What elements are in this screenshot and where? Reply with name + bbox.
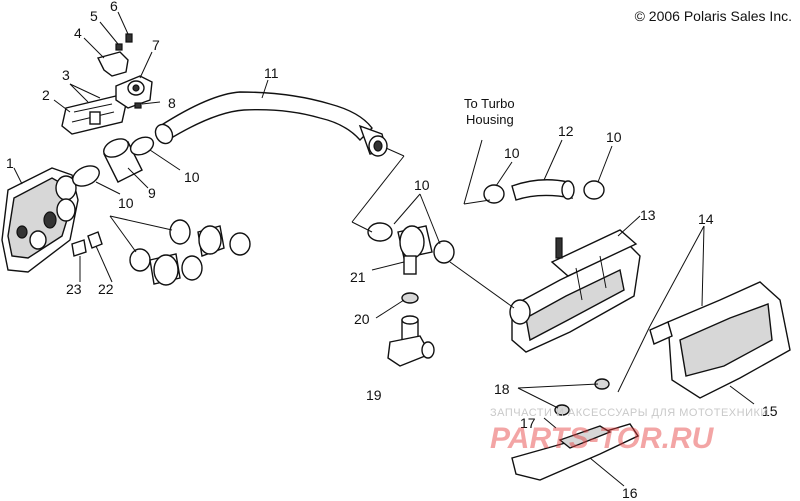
callout-11: 11 <box>264 65 279 81</box>
to-turbo-housing-note: To Turbo Housing <box>464 96 515 127</box>
part-2-3-sensor-assembly <box>61 95 127 135</box>
left-coupler-set <box>129 219 251 286</box>
leader-lines <box>13 11 755 487</box>
callout-10-c: 10 <box>414 177 430 193</box>
callout-7: 7 <box>152 37 160 53</box>
callout-5: 5 <box>90 8 98 24</box>
part-11-hose <box>154 91 388 157</box>
callout-1: 1 <box>6 155 14 171</box>
watermark-logo-text: PARTS-TOR.RU <box>490 422 715 455</box>
part-20-oring <box>401 292 419 304</box>
callout-23: 23 <box>66 281 82 297</box>
note-line-1: To Turbo <box>464 96 515 111</box>
callout-14: 14 <box>698 211 714 227</box>
clamp-10d <box>433 240 455 264</box>
callout-4: 4 <box>74 25 82 41</box>
callout-22: 22 <box>98 281 114 297</box>
callout-10-d: 10 <box>504 145 520 161</box>
part-21-tee <box>397 225 433 275</box>
part-15-duct <box>649 281 791 399</box>
part-16-17-bracket <box>511 423 640 481</box>
callout-18: 18 <box>494 381 510 397</box>
part-23-grommet <box>71 239 87 257</box>
watermark: ЗАПЧАСТИ И АКСЕССУАРЫ ДЛЯ МОТОТЕХНИКИ PA… <box>490 407 769 455</box>
part-22-fitting <box>87 231 103 249</box>
callout-9: 9 <box>148 185 156 201</box>
part-13-intercooler <box>509 229 641 353</box>
clamp-10e <box>483 184 505 204</box>
callout-6: 6 <box>110 0 118 14</box>
callout-10-b: 10 <box>118 195 134 211</box>
note-line-2: Housing <box>466 112 514 127</box>
callout-labels: 1 2 3 4 5 6 7 8 9 10 10 11 10 21 20 19 1… <box>6 0 778 501</box>
clamp-10f <box>583 180 605 200</box>
clamp-10a <box>72 165 100 187</box>
callout-10-e: 10 <box>606 129 622 145</box>
copyright-text: © 2006 Polaris Sales Inc. <box>635 8 792 24</box>
part-19-elbow <box>387 315 435 367</box>
part-7-valve <box>115 75 153 109</box>
clamp-10c <box>367 222 393 242</box>
callout-16: 16 <box>622 485 638 501</box>
part-4-bracket <box>96 51 129 77</box>
callout-19: 19 <box>366 387 382 403</box>
part-6-screw <box>125 33 133 43</box>
part-8-screw <box>134 102 142 109</box>
part-18-nut-b <box>554 404 570 416</box>
clamp-10b <box>129 136 155 156</box>
callout-8: 8 <box>168 95 176 111</box>
part-1-airbox <box>1 167 79 273</box>
callout-10-a: 10 <box>184 169 200 185</box>
callout-17: 17 <box>520 415 536 431</box>
callout-20: 20 <box>354 311 370 327</box>
callout-12: 12 <box>558 123 574 139</box>
callout-21: 21 <box>350 269 366 285</box>
part-12-hose <box>511 179 575 201</box>
watermark-small-text: ЗАПЧАСТИ И АКСЕССУАРЫ ДЛЯ МОТОТЕХНИКИ <box>490 407 769 419</box>
part-5-screw <box>115 43 123 51</box>
callout-3: 3 <box>62 67 70 83</box>
callout-2: 2 <box>42 87 50 103</box>
callout-13: 13 <box>640 207 656 223</box>
callout-15: 15 <box>762 403 778 419</box>
